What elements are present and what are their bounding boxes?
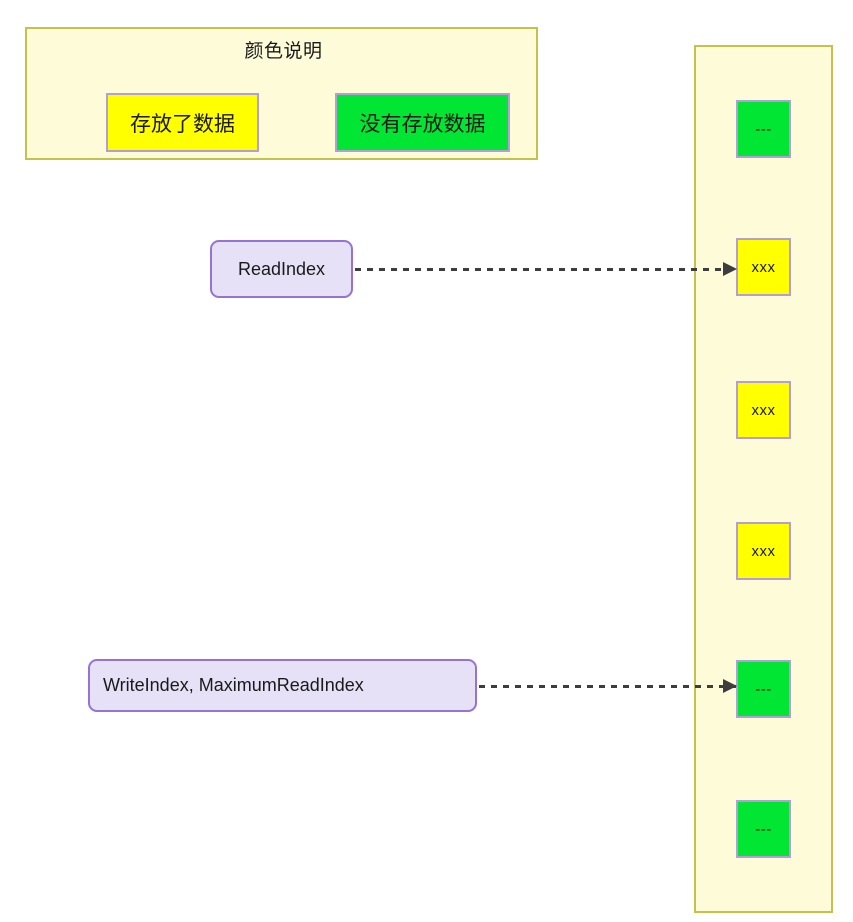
pointer-label-writeindex[interactable]: WriteIndex, MaximumReadIndex	[88, 659, 477, 712]
pointer-label-readindex-text: ReadIndex	[237, 258, 326, 279]
legend-container: 颜色说明 存放了数据 没有存放数据	[25, 27, 538, 160]
legend-swatch-stored-label: 存放了数据	[130, 112, 235, 136]
buffer-cell-1-label: xxx	[751, 258, 776, 276]
legend-title: 颜色说明	[244, 41, 323, 62]
dashed-line	[479, 685, 736, 688]
buffer-cell-4-label: ---	[755, 680, 772, 698]
connector-writeindex-to-cell	[479, 679, 737, 693]
arrowhead-icon	[723, 262, 737, 276]
buffer-cell-3-label: xxx	[751, 542, 776, 560]
buffer-cell-5-label: ---	[755, 820, 772, 838]
pointer-label-writeindex-text: WriteIndex, MaximumReadIndex	[103, 675, 364, 695]
buffer-cell-3[interactable]: xxx	[736, 522, 791, 580]
buffer-cell-2-label: xxx	[751, 401, 776, 419]
pointer-label-readindex[interactable]: ReadIndex	[210, 240, 353, 298]
buffer-cell-5[interactable]: ---	[736, 800, 791, 858]
legend-swatch-empty: 没有存放数据	[335, 93, 510, 152]
ring-buffer-container	[694, 45, 833, 913]
legend-swatch-empty-label: 没有存放数据	[359, 112, 486, 136]
buffer-cell-1[interactable]: xxx	[736, 238, 791, 296]
buffer-cell-0-label: ---	[755, 120, 772, 138]
arrowhead-icon	[723, 679, 737, 693]
buffer-cell-0[interactable]: ---	[736, 100, 791, 158]
buffer-cell-4[interactable]: ---	[736, 660, 791, 718]
dashed-line	[355, 268, 736, 271]
buffer-cell-2[interactable]: xxx	[736, 381, 791, 439]
legend-swatch-stored: 存放了数据	[106, 93, 259, 152]
connector-readindex-to-cell	[355, 262, 737, 276]
